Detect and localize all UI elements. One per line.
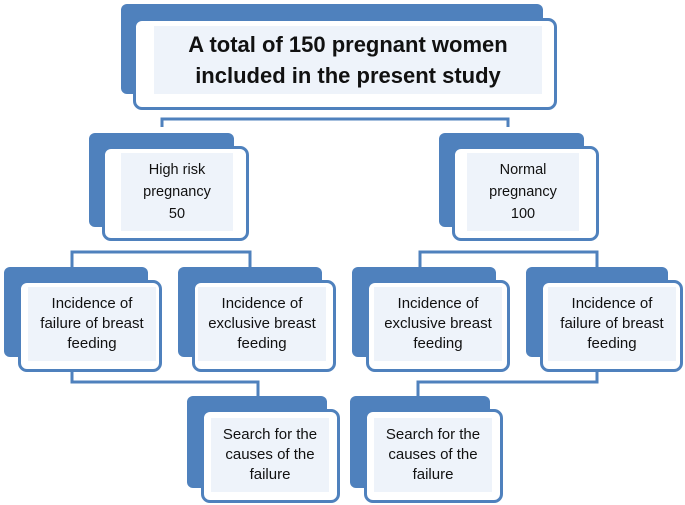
- hr-exclusive-breastfeeding-box: Incidence of exclusive breast feeding: [178, 267, 336, 372]
- normal-pregnancy-label: Normal pregnancy 100: [467, 153, 579, 231]
- connector-highrisk-to-children: [70, 250, 252, 270]
- normal-pregnancy-box: Normal pregnancy 100: [439, 133, 599, 241]
- hr-exclusive-breastfeeding-label: Incidence of exclusive breast feeding: [198, 287, 326, 361]
- connector-hrfailure-to-search: [70, 372, 260, 397]
- search-causes-left-label: Search for the causes of the failure: [211, 418, 329, 492]
- n-failure-breastfeeding-box: Incidence of failure of breast feeding: [526, 267, 684, 372]
- search-causes-left-box: Search for the causes of the failure: [187, 396, 340, 504]
- n-exclusive-breastfeeding-label: Incidence of exclusive breast feeding: [374, 287, 502, 361]
- n-failure-breastfeeding-label: Incidence of failure of breast feeding: [548, 287, 676, 361]
- connector-normal-to-children: [418, 250, 599, 270]
- search-causes-right-label: Search for the causes of the failure: [374, 418, 492, 492]
- search-causes-right-box: Search for the causes of the failure: [350, 396, 503, 504]
- high-risk-pregnancy-label: High risk pregnancy 50: [121, 153, 233, 231]
- hr-failure-breastfeeding-label: Incidence of failure of breast feeding: [28, 287, 156, 361]
- n-exclusive-breastfeeding-box: Incidence of exclusive breast feeding: [352, 267, 510, 372]
- hr-failure-breastfeeding-box: Incidence of failure of breast feeding: [4, 267, 162, 372]
- connector-root-to-groups: [160, 117, 510, 127]
- connector-nfailure-to-search: [416, 372, 599, 397]
- root-box: A total of 150 pregnant women included i…: [121, 4, 558, 110]
- root-label: A total of 150 pregnant women included i…: [154, 26, 542, 94]
- high-risk-pregnancy-box: High risk pregnancy 50: [89, 133, 249, 241]
